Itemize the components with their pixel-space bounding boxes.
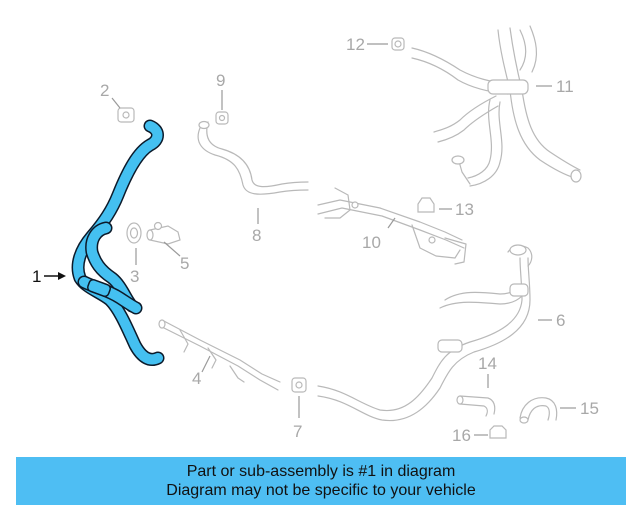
part-10-bracket-pipe[interactable] bbox=[317, 187, 467, 265]
callout-12[interactable]: 12 bbox=[346, 35, 365, 54]
callout-6[interactable]: 6 bbox=[556, 311, 565, 330]
callout-15[interactable]: 15 bbox=[580, 399, 599, 418]
part-15-hose[interactable] bbox=[519, 397, 558, 424]
part-8-hose[interactable] bbox=[197, 120, 309, 195]
callout-10[interactable]: 10 bbox=[362, 233, 381, 252]
info-banner: Part or sub-assembly is #1 in diagram Di… bbox=[16, 457, 626, 505]
part-2-clamp[interactable] bbox=[117, 107, 135, 123]
callout-13[interactable]: 13 bbox=[455, 200, 474, 219]
callout-11[interactable]: 11 bbox=[556, 77, 574, 96]
callout-5[interactable]: 5 bbox=[180, 254, 189, 273]
parts-diagram: 1 2 3 4 5 6 7 8 9 10 11 12 13 14 15 16 bbox=[32, 25, 599, 445]
part-5-fitting[interactable] bbox=[146, 221, 181, 245]
part-11-hose-assembly[interactable] bbox=[411, 25, 582, 187]
part-7-clamp[interactable] bbox=[291, 377, 307, 393]
part-4-pipe[interactable] bbox=[158, 319, 281, 391]
banner-line-2: Diagram may not be specific to your vehi… bbox=[166, 482, 476, 499]
part-3-gasket[interactable] bbox=[126, 222, 142, 244]
callout-14[interactable]: 14 bbox=[478, 354, 497, 373]
part-13-nut[interactable] bbox=[417, 197, 435, 213]
callout-1[interactable]: 1 bbox=[32, 267, 41, 286]
callout-3[interactable]: 3 bbox=[130, 267, 139, 286]
part-16-clip[interactable] bbox=[489, 425, 507, 439]
banner-line-1: Part or sub-assembly is #1 in diagram bbox=[186, 463, 456, 480]
part-12-clamp[interactable] bbox=[391, 37, 405, 51]
callout-numbers: 1 2 3 4 5 6 7 8 9 10 11 12 13 14 15 16 bbox=[32, 35, 599, 445]
callout-16[interactable]: 16 bbox=[452, 426, 471, 445]
part-9-clamp[interactable] bbox=[215, 111, 229, 125]
leader-lines bbox=[44, 43, 576, 436]
part-6-hose[interactable] bbox=[317, 244, 533, 422]
callout-9[interactable]: 9 bbox=[216, 71, 225, 90]
callout-8[interactable]: 8 bbox=[252, 226, 261, 245]
callout-4[interactable]: 4 bbox=[192, 369, 201, 388]
callout-7[interactable]: 7 bbox=[293, 422, 302, 441]
part-14-hose[interactable] bbox=[456, 395, 496, 417]
part-1-highlighted-hose[interactable] bbox=[71, 119, 165, 366]
callout-2[interactable]: 2 bbox=[100, 81, 109, 100]
